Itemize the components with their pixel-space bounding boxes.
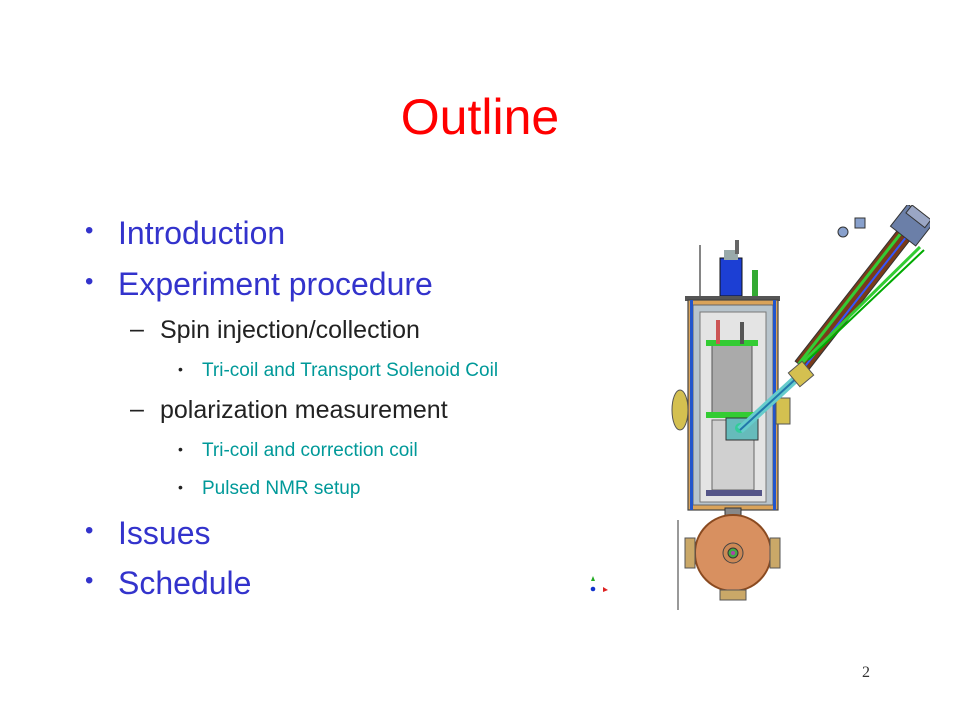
- bullet-icon: •: [85, 217, 94, 244]
- outline-item-label: polarization measurement: [160, 396, 448, 424]
- outline-item-label: Spin injection/collection: [160, 316, 420, 344]
- bullet-icon: •: [85, 517, 94, 544]
- slide-title: Outline: [400, 89, 560, 145]
- outline-item-label: Schedule: [118, 565, 252, 601]
- bullet-icon: •: [178, 361, 183, 377]
- outline-item-introduction: • Introduction: [85, 215, 286, 251]
- outline-item-label: Issues: [118, 515, 211, 551]
- bullet-icon: •: [85, 268, 94, 295]
- outline-subitem-polarization-measurement: – polarization measurement: [130, 396, 448, 424]
- page-number: 2: [862, 664, 870, 681]
- outline-item-label: Experiment procedure: [118, 266, 433, 302]
- outline-subsubitem-tri-coil-correction: • Tri-coil and correction coil: [178, 440, 418, 461]
- outline-subsubitem-pulsed-nmr: • Pulsed NMR setup: [178, 478, 361, 499]
- dash-icon: –: [130, 395, 144, 423]
- outline-item-issues: • Issues: [85, 515, 211, 551]
- axis-triad-icon: [590, 576, 608, 592]
- outline-item-experiment-procedure: • Experiment procedure: [85, 266, 433, 302]
- bullet-icon: •: [178, 479, 183, 495]
- outline-subitem-spin-injection: – Spin injection/collection: [130, 316, 420, 344]
- outline-subsubitem-tri-coil-transport: • Tri-coil and Transport Solenoid Coil: [178, 360, 499, 381]
- outline-item-label: Pulsed NMR setup: [202, 478, 361, 499]
- cryostat-apparatus-diagram: [590, 205, 930, 610]
- transport-beamline: [794, 205, 930, 372]
- outline-item-label: Tri-coil and Transport Solenoid Coil: [202, 360, 499, 381]
- bullet-icon: •: [85, 567, 94, 594]
- outline-item-label: Tri-coil and correction coil: [202, 440, 418, 461]
- bullet-icon: •: [178, 441, 183, 457]
- dash-icon: –: [130, 315, 144, 343]
- outline-item-label: Introduction: [118, 215, 286, 251]
- outline-item-schedule: • Schedule: [85, 565, 252, 601]
